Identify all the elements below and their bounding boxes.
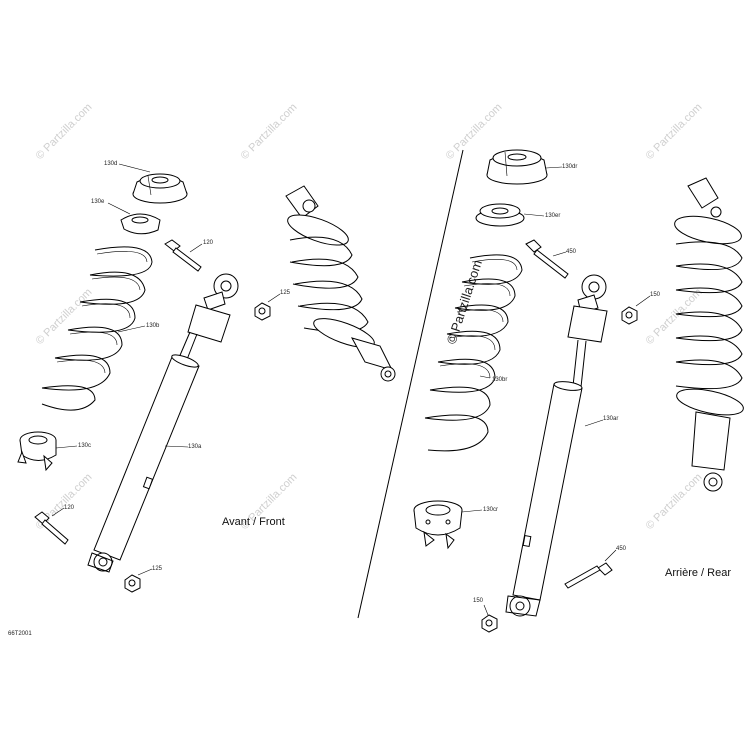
callout-120-upper: 120 [203,240,214,246]
section-divider [357,149,464,619]
rear-assembly: 130dr 130er 450 150 [413,149,744,633]
rear-lower-bolt [564,562,613,589]
leader-line [164,445,189,448]
rear-lower-nut [481,614,498,633]
rear-coil-spring [424,254,523,452]
callout-150-upper: 150 [650,292,661,298]
callout-130er: 130er [545,213,560,219]
leader-line [51,507,65,517]
callout-130d: 130d [104,161,117,167]
front-coilover-assembled [285,185,396,382]
watermark: © Partzilla.com [34,101,95,162]
front-lower-bolt [34,511,69,545]
front-shock-absorber [87,273,239,573]
watermark-center: © Partzilla.com [444,258,485,346]
callout-130a: 130a [188,444,202,450]
leader-line [523,213,545,217]
leader-line [267,293,281,303]
leader-line [107,202,131,215]
front-spring-base [17,431,57,472]
callout-130b: 130b [146,323,160,329]
section-label-rear: Arrière / Rear [665,567,731,579]
section-label-front: Avant / Front [222,516,285,528]
leader-line [479,375,491,379]
drawing-number: 66T2001 [8,631,32,637]
leader-line [117,325,146,333]
front-lower-nut [124,574,141,593]
callout-150-lower: 150 [473,598,484,604]
callout-130br: 130br [492,377,507,383]
leader-line [552,251,567,257]
rear-upper-spring-seat [486,149,548,185]
callout-130c: 130c [78,443,91,449]
rear-shock-absorber [505,274,608,617]
watermark: © Partzilla.com [644,101,705,162]
callout-130e: 130e [91,199,105,205]
rear-upper-bolt [525,239,569,279]
leader-line [545,166,563,169]
callout-130dr: 130dr [562,164,577,170]
callout-125-lower: 125 [152,566,163,572]
rear-coilover-assembled [674,177,744,492]
watermark: © Partzilla.com [34,286,95,347]
leader-line [584,419,604,427]
front-coil-spring [41,246,153,411]
callout-125-upper: 125 [280,290,291,296]
callout-120-lower: 120 [64,505,75,511]
leader-line [604,549,617,562]
leader-line [483,604,489,616]
watermark: © Partzilla.com [239,101,300,162]
front-upper-bolt [164,239,202,272]
front-upper-spring-seat [132,173,188,204]
callout-450-lower: 450 [616,546,627,552]
leader-line [635,295,651,307]
leader-line [189,243,203,253]
rear-upper-nut [621,306,638,325]
leader-line [118,163,151,173]
callout-130cr: 130cr [483,507,498,513]
leader-line [137,568,153,576]
front-assembly: 130d 130e 120 125 [17,161,396,593]
leader-line [461,509,483,513]
callout-450-upper: 450 [566,249,577,255]
rear-spring-base [413,500,463,550]
front-upper-nut [254,302,271,321]
watermark: © Partzilla.com [644,471,705,532]
front-lower-spring-seat [120,213,161,235]
leader-line [55,445,78,449]
rear-lower-spring-seat [475,203,525,227]
callout-130ar: 130ar [603,416,618,422]
watermark: © Partzilla.com [444,101,505,162]
